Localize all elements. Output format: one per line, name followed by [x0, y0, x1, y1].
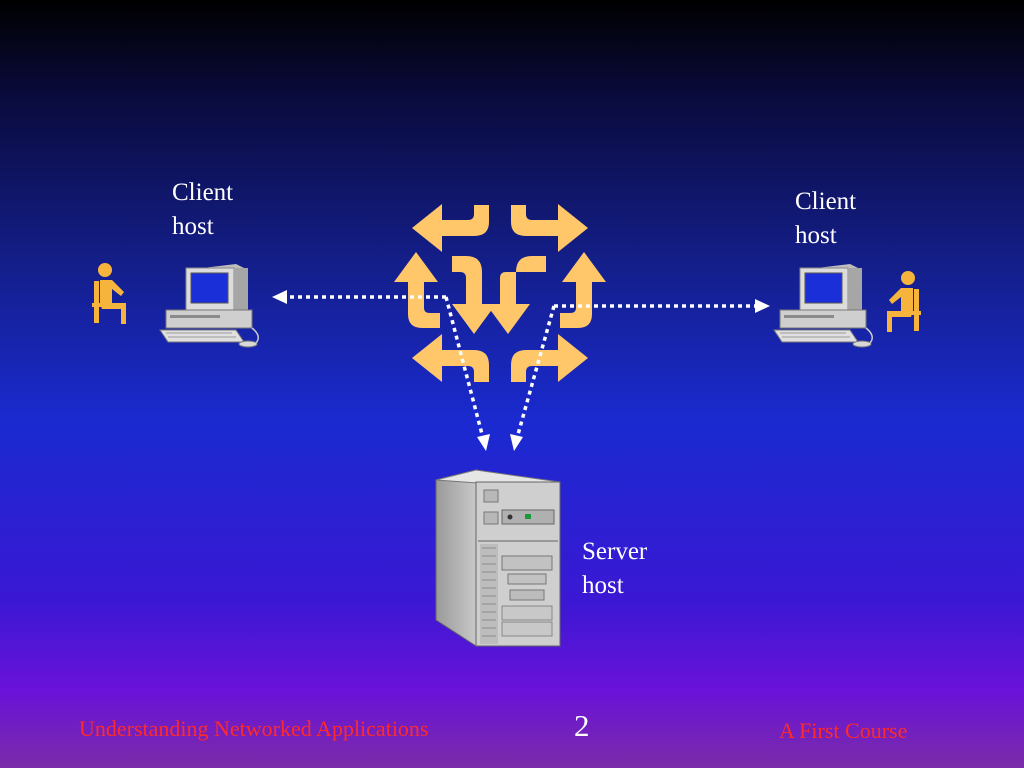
person-icon-left — [92, 263, 126, 324]
server-label-line2: host — [582, 572, 624, 599]
client-label-right-line2: host — [795, 222, 837, 249]
person-icon-right — [887, 271, 921, 332]
connection-lines — [286, 295, 758, 439]
arrowhead-server-right — [510, 434, 523, 451]
arrowhead-server-left — [477, 434, 490, 451]
arrowhead-left-client — [272, 290, 287, 304]
footer-right-title: A First Course — [779, 718, 908, 743]
computer-icon-right — [773, 264, 873, 348]
client-label-left-line2: host — [172, 213, 214, 240]
computer-icon-left — [159, 264, 259, 348]
server-icon — [435, 469, 561, 647]
client-label-left-line1: Client — [172, 179, 234, 206]
connection-server-left — [444, 296, 485, 439]
client-label-right-line1: Client — [795, 188, 857, 215]
footer-left-title: Understanding Networked Applications — [79, 716, 429, 741]
page-number: 2 — [574, 708, 590, 743]
server-host-label: Server host — [582, 535, 647, 603]
client-host-label-left: Client host — [172, 176, 233, 244]
client-host-label-right: Client host — [795, 185, 856, 253]
network-arrows-icon — [394, 204, 606, 382]
connection-server-right — [515, 305, 556, 439]
connection-arrowheads — [272, 290, 770, 451]
arrowhead-right-client — [755, 299, 770, 313]
server-label-line1: Server — [582, 538, 648, 565]
